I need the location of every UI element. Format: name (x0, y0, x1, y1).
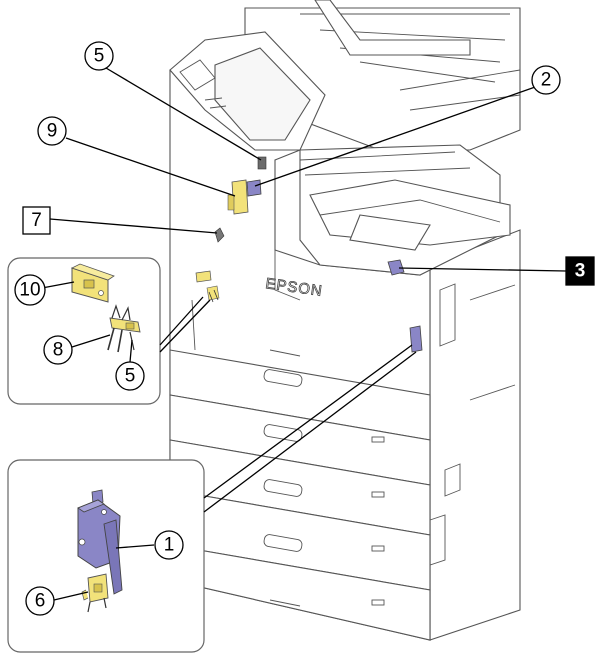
part-8-5-on-machine (206, 285, 220, 303)
inset-box-lower (7, 459, 205, 653)
callout-1-label: 1 (164, 535, 175, 556)
callout-2-label: 2 (541, 70, 552, 91)
part-3-on-machine (387, 259, 405, 276)
callout-5: 5 (115, 361, 145, 391)
part-10-detail (70, 263, 115, 303)
callout-9-label: 9 (47, 121, 58, 142)
callout-10: 10 (14, 274, 46, 306)
part-7-on-machine (214, 227, 225, 243)
callout-8: 8 (43, 335, 73, 365)
callout-6-label: 6 (35, 591, 46, 612)
part-10-on-machine (195, 270, 212, 283)
part-1-detail (77, 489, 123, 595)
callout-1: 1 (154, 530, 184, 560)
part-6-detail (81, 573, 109, 613)
callout-6: 6 (25, 586, 55, 616)
callout-9: 9 (37, 116, 67, 146)
callout-4-label: 5 (94, 46, 105, 67)
callout-2: 2 (531, 65, 561, 95)
callout-7-label: 7 (31, 210, 42, 231)
callout-8-label: 8 (53, 340, 64, 361)
callout-7: 7 (22, 206, 51, 235)
callout-5-label: 5 (125, 366, 136, 387)
zoom-connectors (159, 296, 417, 513)
part-8-5-detail (107, 304, 141, 353)
part-4-on-machine (257, 156, 267, 170)
part-2-on-machine (246, 179, 262, 197)
callout-3: 3 (565, 256, 595, 286)
callout-4: 5 (84, 41, 114, 71)
leader-lines (41, 67, 567, 601)
callout-10-label: 10 (19, 280, 40, 301)
part-1-on-machine (409, 325, 423, 353)
callout-3-label: 3 (575, 261, 586, 282)
printer-machine: EPSON (169, 0, 521, 641)
